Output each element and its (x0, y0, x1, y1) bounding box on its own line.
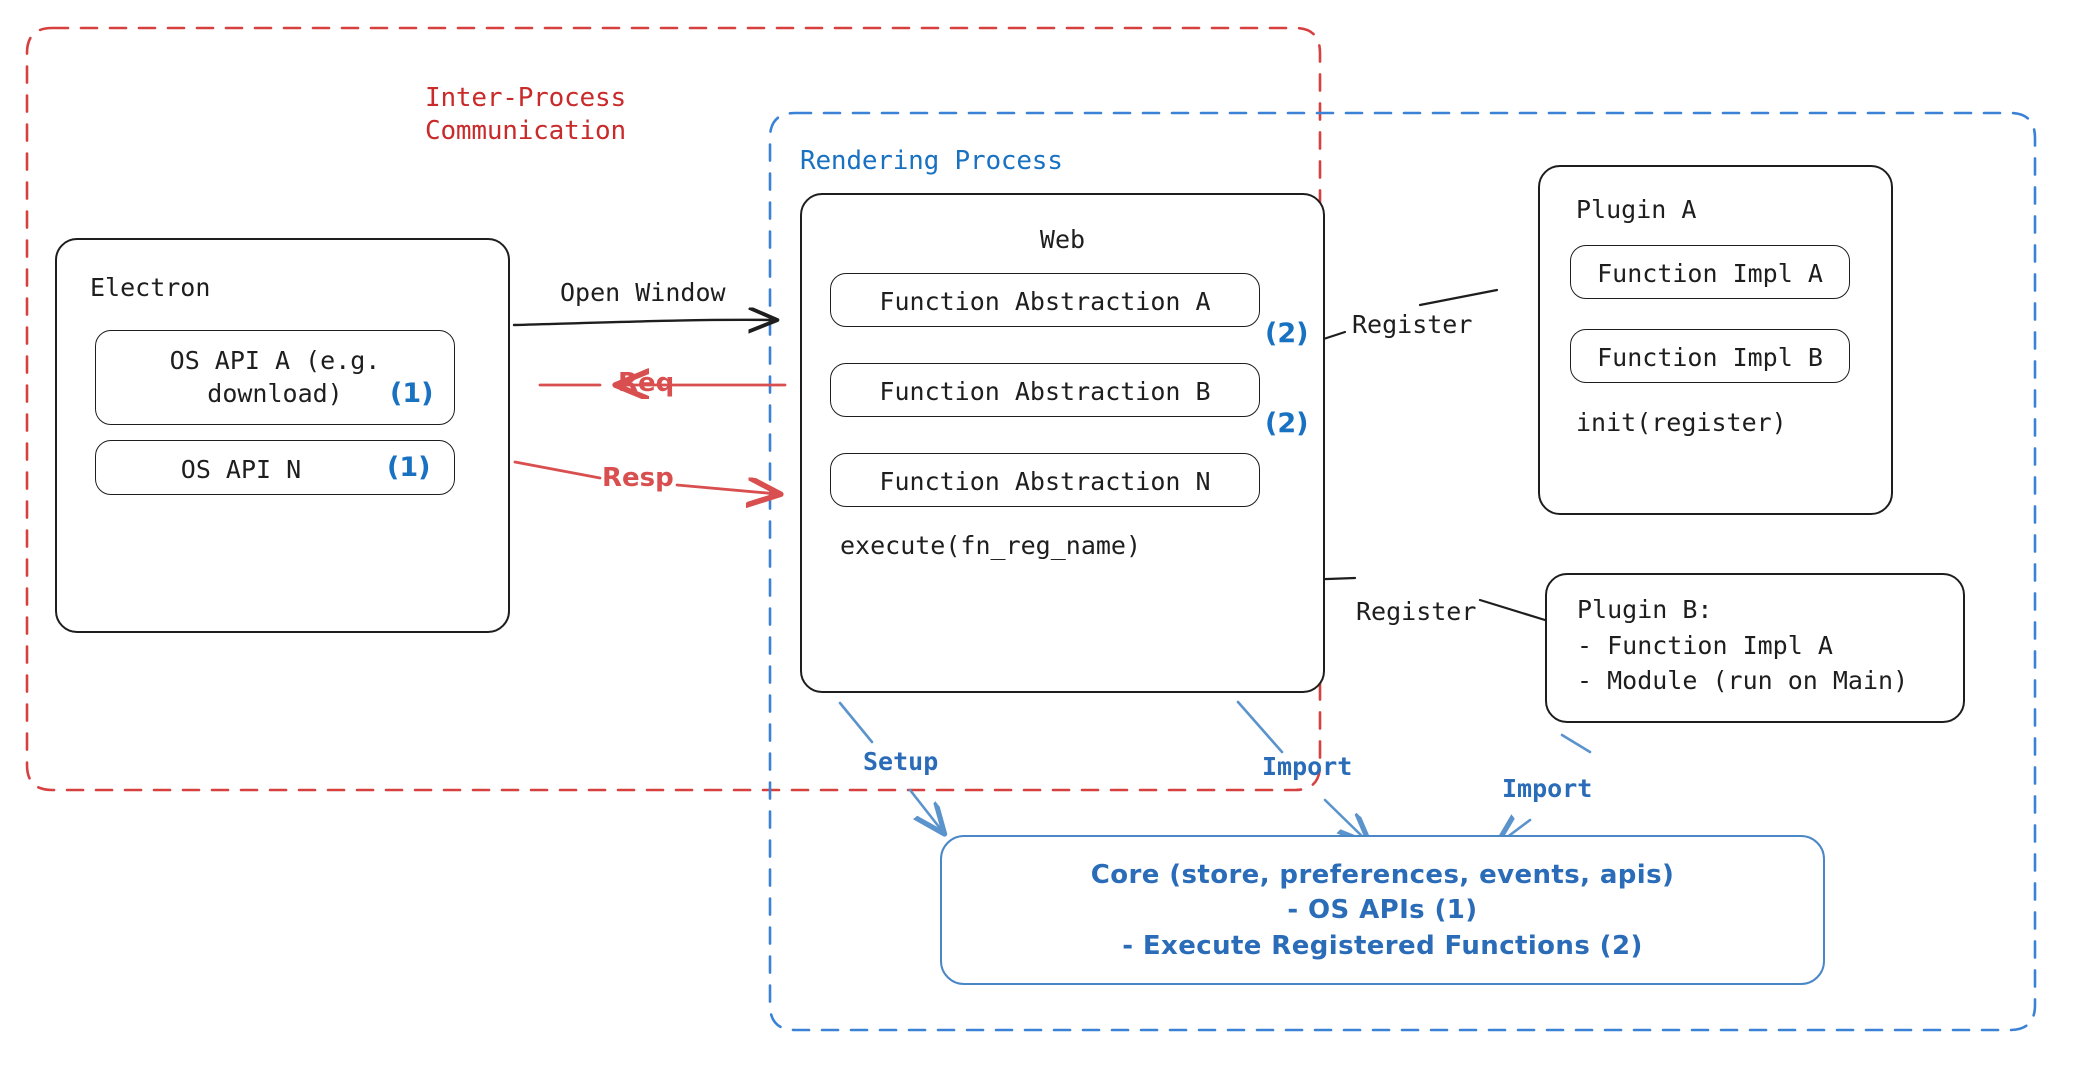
plugin-a-function-impl-b-label: Function Impl B (1597, 343, 1823, 372)
plugin-a-function-impl-a-label: Function Impl A (1597, 259, 1823, 288)
setup-edge-label: Setup (863, 747, 939, 776)
register-plugin-a-edge-label: Register (1352, 310, 1473, 339)
function-abstraction-a-label: Function Abstraction A (879, 287, 1211, 316)
plugin-a-node[interactable]: Plugin A Function Impl A Function Impl B… (1538, 165, 1893, 515)
plugin-a-title: Plugin A (1576, 195, 1697, 224)
function-abstraction-n-node[interactable]: Function Abstraction N (830, 453, 1260, 507)
os-api-n-node[interactable]: OS API N (95, 440, 455, 495)
os-api-a-node[interactable]: OS API A (e.g. download) (95, 330, 455, 425)
plugin-a-function-impl-a-node[interactable]: Function Impl A (1570, 245, 1850, 299)
os-api-n-marker: (1) (387, 452, 431, 483)
function-abstraction-b-label: Function Abstraction B (879, 377, 1211, 406)
req-edge-label: Req (618, 368, 675, 398)
function-abstraction-n-label: Function Abstraction N (879, 467, 1211, 496)
os-api-a-label: OS API A (e.g. download) (169, 346, 381, 408)
electron-title: Electron (90, 273, 211, 302)
open-window-arrow (512, 320, 775, 325)
plugin-a-function-impl-b-node[interactable]: Function Impl B (1570, 329, 1850, 383)
electron-node[interactable]: Electron OS API A (e.g. download) (1) OS… (55, 238, 510, 633)
web-node[interactable]: Web Function Abstraction A Function Abst… (800, 193, 1325, 693)
web-title: Web (1039, 225, 1086, 254)
function-abstraction-b-node[interactable]: Function Abstraction B (830, 363, 1260, 417)
import-web-edge-label: Import (1262, 752, 1353, 781)
import-plugin-b-edge-label: Import (1502, 774, 1593, 803)
resp-edge-label: Resp (602, 463, 674, 493)
plugin-b-label: Plugin B: - Function Impl A - Module (ru… (1577, 595, 1909, 695)
core-label: Core (store, preferences, events, apis) … (1090, 860, 1675, 961)
plugin-a-init-label: init(register) (1576, 408, 1787, 437)
function-abstraction-a-marker: (2) (1265, 318, 1309, 349)
os-api-n-label: OS API N (180, 455, 302, 484)
open-window-edge-label: Open Window (560, 278, 726, 307)
os-api-a-marker: (1) (390, 378, 434, 409)
function-abstraction-b-marker: (2) (1265, 408, 1309, 439)
ipc-group-label: Inter-Process Communication (425, 83, 626, 146)
rendering-process-group-label: Rendering Process (800, 146, 1063, 176)
core-node[interactable]: Core (store, preferences, events, apis) … (940, 835, 1825, 985)
web-execute-label: execute(fn_reg_name) (840, 531, 1142, 560)
function-abstraction-a-node[interactable]: Function Abstraction A (830, 273, 1260, 327)
plugin-b-node[interactable]: Plugin B: - Function Impl A - Module (ru… (1545, 573, 1965, 723)
register-plugin-b-edge-label: Register (1356, 597, 1477, 626)
